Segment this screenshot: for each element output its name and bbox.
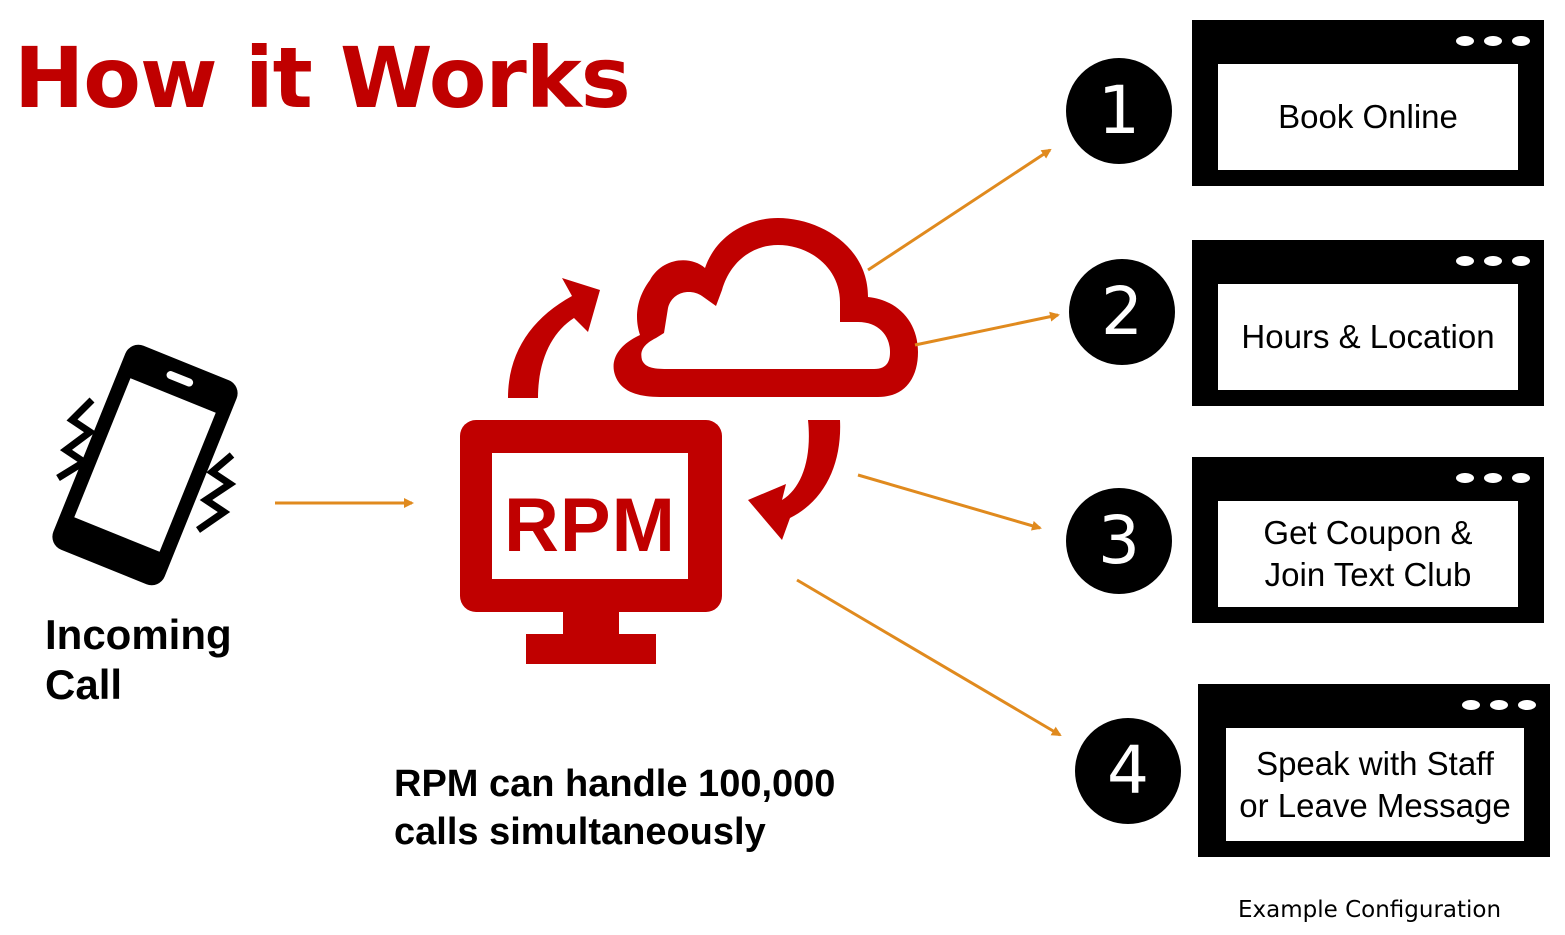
route-arrow-3 — [857, 473, 1042, 531]
incoming-call-line-1: Incoming — [45, 611, 232, 658]
rpm-label: RPM — [504, 482, 676, 568]
option-1-window-icon: Book Online — [1192, 20, 1544, 186]
option-4-number-badge: 4 — [1075, 718, 1181, 824]
window-controls — [1456, 36, 1530, 46]
route-arrow-2 — [914, 311, 1060, 347]
option-2-window-icon: Hours & Location — [1192, 240, 1544, 406]
capacity-caption: RPM can handle 100,000 calls simultaneou… — [394, 760, 835, 856]
window-controls — [1462, 700, 1536, 710]
cloud-icon — [613, 218, 918, 397]
route-arrow-1 — [867, 148, 1052, 272]
option-2-label: Hours & Location — [1241, 318, 1495, 355]
capacity-line-2: calls simultaneously — [394, 811, 766, 853]
option-3-screen: Get Coupon & Join Text Club — [1218, 501, 1518, 607]
window-controls — [1456, 256, 1530, 266]
option-2-screen: Hours & Location — [1218, 284, 1518, 390]
option-1-screen: Book Online — [1218, 64, 1518, 170]
monitor-icon — [460, 420, 722, 664]
incoming-call-label: Incoming Call — [45, 610, 232, 710]
option-2-number-badge: 2 — [1069, 259, 1175, 365]
option-3-window-icon: Get Coupon & Join Text Club — [1192, 457, 1544, 623]
page-title: How it Works — [14, 29, 631, 127]
option-4-window-icon: Speak with Staff or Leave Message — [1198, 684, 1550, 857]
option-3-label-line-2: Join Text Club — [1264, 556, 1472, 593]
footnote: Example Configuration — [1238, 897, 1502, 923]
vibrating-phone-icon — [52, 344, 238, 586]
route-arrow-4 — [796, 578, 1062, 737]
option-4-label-line-2: or Leave Message — [1239, 786, 1511, 824]
option-1-number-badge: 1 — [1066, 58, 1172, 164]
option-1-label: Book Online — [1278, 98, 1458, 135]
option-4-label-line-1: Speak with Staff — [1256, 744, 1494, 782]
window-controls — [1456, 473, 1530, 483]
option-4-screen: Speak with Staff or Leave Message — [1226, 728, 1524, 841]
incoming-call-line-2: Call — [45, 661, 123, 708]
capacity-line-1: RPM can handle 100,000 — [394, 763, 836, 805]
sync-arrows-icon — [508, 278, 841, 540]
option-3-number-badge: 3 — [1066, 488, 1172, 594]
option-3-label-line-1: Get Coupon & — [1263, 514, 1473, 551]
